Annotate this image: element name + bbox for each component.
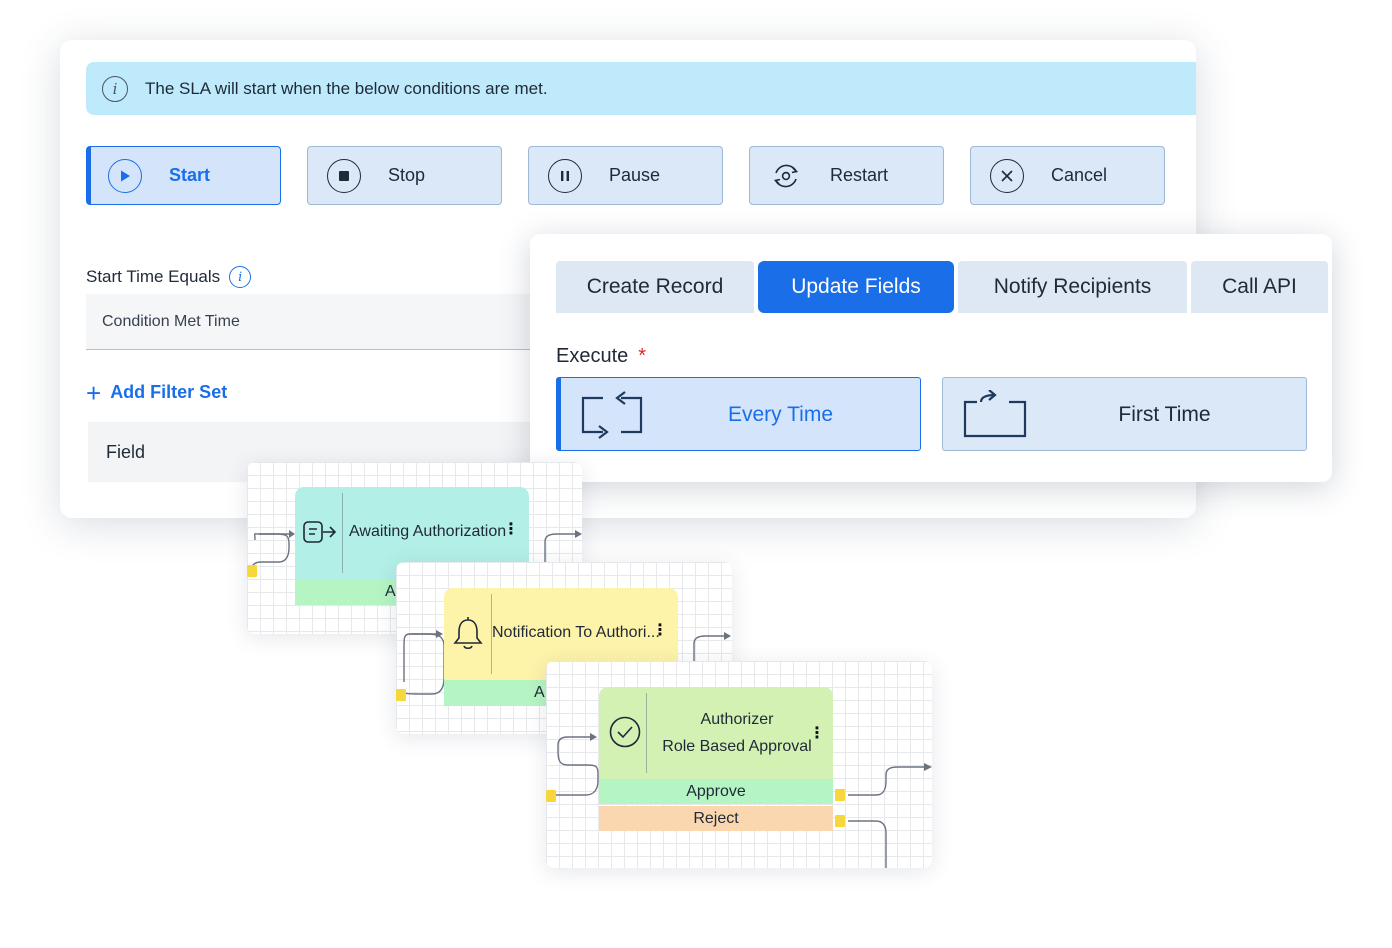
queue-arrow-icon	[303, 520, 337, 549]
outcome-label: A	[534, 684, 545, 701]
tab-update-fields-label: Update Fields	[791, 275, 921, 298]
start-time-value: Condition Met Time	[102, 312, 240, 330]
more-options-icon[interactable]: ⋮	[809, 725, 825, 742]
approve-label: Approve	[686, 783, 746, 800]
add-filter-set-link[interactable]: + Add Filter Set	[86, 377, 228, 408]
stop-button-label: Stop	[388, 165, 426, 185]
cancel-icon	[990, 158, 1024, 193]
single-arrow-icon	[963, 390, 1027, 438]
outcome-approve[interactable]: Approve	[599, 779, 833, 804]
check-circle-icon	[608, 715, 642, 754]
execute-label-text: Execute	[556, 345, 629, 367]
node-title-line-1: Authorizer	[700, 711, 774, 728]
connector-lines	[250, 530, 582, 573]
start-button[interactable]: Start	[86, 146, 281, 205]
node-title: Awaiting Authorization	[349, 523, 507, 540]
every-time-label: Every Time	[727, 403, 834, 426]
first-time-label: First Time	[1118, 403, 1211, 426]
info-banner-text: The SLA will start when the below condit…	[145, 78, 548, 98]
workflow-canvas-3: Authorizer Role Based Approval ⋮ Approve…	[546, 661, 932, 868]
info-icon[interactable]: i	[229, 266, 252, 288]
execute-label: Execute *	[556, 345, 646, 368]
more-options-icon[interactable]: ⋮	[652, 622, 668, 639]
tab-call-api-label: Call API	[1222, 275, 1297, 298]
pause-button[interactable]: Pause	[528, 146, 723, 205]
approve-output-port[interactable]	[835, 789, 845, 801]
tab-create-record-label: Create Record	[586, 275, 724, 298]
info-banner: i The SLA will start when the below cond…	[86, 62, 1196, 115]
reject-label: Reject	[693, 810, 739, 827]
pause-button-label: Pause	[609, 165, 661, 185]
plus-icon: +	[86, 377, 102, 408]
start-time-select[interactable]: Condition Met Time	[86, 294, 546, 350]
restart-button-label: Restart	[830, 165, 889, 185]
node-divider	[646, 693, 647, 773]
reject-output-port[interactable]	[835, 815, 845, 827]
cancel-button[interactable]: Cancel	[970, 146, 1165, 205]
workflow-node-role-based-approval[interactable]: Authorizer Role Based Approval ⋮	[599, 687, 833, 779]
more-options-icon[interactable]: ⋮	[503, 521, 519, 538]
execute-options: Every Time First Time	[556, 377, 1307, 451]
pause-icon	[548, 158, 582, 193]
add-filter-set-label: Add Filter Set	[110, 382, 228, 402]
input-port[interactable]	[247, 565, 257, 577]
restart-icon	[769, 159, 803, 193]
input-port[interactable]	[396, 689, 406, 701]
tab-notify-recipients-label: Notify Recipients	[993, 275, 1152, 298]
field-column-header: Field	[106, 441, 146, 462]
tab-create-record[interactable]: Create Record	[556, 261, 754, 313]
repeat-icon	[581, 391, 643, 439]
node-divider	[491, 594, 492, 674]
action-config-panel: Create Record Update Fields Notify Recip…	[530, 234, 1332, 482]
restart-button[interactable]: Restart	[749, 146, 944, 205]
play-icon	[108, 158, 142, 193]
stop-icon	[327, 158, 361, 193]
sla-action-buttons: Start Stop Pause Re	[86, 146, 1165, 205]
first-time-option[interactable]: First Time	[942, 377, 1307, 451]
action-tabs: Create Record Update Fields Notify Recip…	[556, 261, 1328, 313]
outcome-label: A	[385, 583, 396, 600]
cancel-button-label: Cancel	[1051, 165, 1108, 185]
outcome-reject[interactable]: Reject	[599, 806, 833, 831]
tab-notify-recipients[interactable]: Notify Recipients	[958, 261, 1187, 313]
start-button-label: Start	[169, 165, 211, 185]
tab-update-fields[interactable]: Update Fields	[758, 261, 954, 313]
start-time-label: Start Time Equals i	[86, 266, 252, 288]
bell-icon	[452, 616, 484, 655]
connector-lines	[554, 733, 932, 868]
node-title: Notification To Authori...	[492, 624, 660, 641]
tab-call-api[interactable]: Call API	[1191, 261, 1328, 313]
input-port[interactable]	[546, 790, 556, 802]
every-time-option[interactable]: Every Time	[556, 377, 921, 451]
required-asterisk: *	[638, 345, 647, 367]
info-icon: i	[102, 75, 128, 102]
node-title-line-2: Role Based Approval	[662, 738, 812, 755]
node-divider	[342, 493, 343, 573]
start-time-label-text: Start Time Equals	[86, 267, 221, 286]
stop-button[interactable]: Stop	[307, 146, 502, 205]
